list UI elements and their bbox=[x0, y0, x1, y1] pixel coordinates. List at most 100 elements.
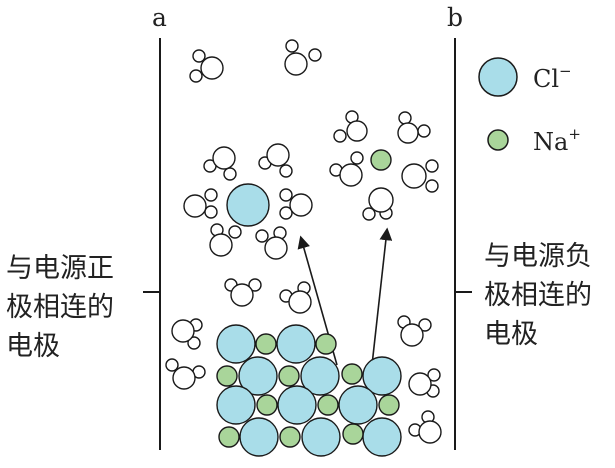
water-molecule-icon bbox=[189, 49, 224, 83]
hydrogen-atom bbox=[279, 188, 293, 202]
electrode-a-label-line3: 电极 bbox=[6, 331, 60, 362]
water-molecule-icon bbox=[408, 368, 441, 398]
na-ion bbox=[278, 365, 300, 387]
cl-ion bbox=[216, 385, 256, 425]
na-ion bbox=[317, 394, 339, 416]
electrode-b-letter: b bbox=[447, 3, 463, 32]
legend-na-charge: + bbox=[568, 125, 581, 143]
water-molecule-icon bbox=[279, 188, 313, 220]
na-ion bbox=[218, 426, 240, 448]
hydrogen-atom bbox=[308, 48, 322, 62]
hydrogen-atom bbox=[255, 229, 269, 243]
oxygen-atom bbox=[339, 163, 363, 187]
electrode-b-label-line3: 电极 bbox=[484, 319, 538, 350]
legend-cl-ion-icon bbox=[478, 57, 518, 97]
hydrogen-atom bbox=[279, 206, 293, 220]
oxygen-atom bbox=[183, 194, 207, 218]
oxygen-atom bbox=[200, 56, 224, 80]
oxygen-atom bbox=[284, 52, 308, 76]
oxygen-atom bbox=[400, 323, 424, 347]
na-ion bbox=[256, 394, 278, 416]
na-ion bbox=[370, 149, 392, 171]
arrow-na-to-hydrated-icon bbox=[371, 227, 393, 366]
legend-na-symbol: Na bbox=[533, 128, 568, 156]
cl-ion bbox=[238, 356, 278, 396]
hydrogen-atom bbox=[189, 69, 203, 83]
water-molecule-icon bbox=[203, 146, 237, 181]
cl-ion bbox=[276, 324, 316, 364]
hydrogen-atom bbox=[427, 368, 441, 382]
legend-na-label: Na+ bbox=[533, 125, 581, 156]
oxygen-atom bbox=[172, 366, 196, 390]
water-molecule-icon bbox=[333, 110, 368, 143]
na-ion bbox=[255, 333, 277, 355]
oxygen-atom bbox=[266, 143, 290, 167]
water-molecule-icon bbox=[362, 187, 394, 221]
cl-ion bbox=[300, 356, 340, 396]
hydrogen-atom bbox=[279, 164, 293, 178]
legend-cl-label: Cl− bbox=[533, 62, 572, 93]
cl-ion bbox=[362, 356, 402, 396]
hydrogen-atom bbox=[165, 358, 179, 372]
oxygen-atom bbox=[346, 120, 368, 142]
oxygen-atom bbox=[418, 420, 442, 444]
hydrogen-atom bbox=[285, 39, 299, 53]
water-molecule-icon bbox=[258, 143, 293, 178]
water-molecule-icon bbox=[255, 226, 288, 260]
oxygen-atom bbox=[212, 146, 236, 170]
oxygen-atom bbox=[230, 283, 254, 307]
cl-ion bbox=[301, 417, 341, 457]
cl-ion bbox=[362, 417, 402, 457]
hydrogen-atom bbox=[187, 336, 201, 350]
hydrated-cl-ion bbox=[226, 183, 270, 227]
oxygen-atom bbox=[401, 163, 427, 189]
electrode-b-label-line1: 与电源负 bbox=[484, 241, 592, 272]
water-molecule-icon bbox=[397, 315, 432, 347]
water-molecule-icon bbox=[165, 358, 206, 390]
legend-cl-charge: − bbox=[559, 62, 572, 80]
oxygen-atom bbox=[289, 193, 313, 217]
electrode-a-label-line1: 与电源正 bbox=[6, 253, 114, 284]
water-molecule-icon bbox=[171, 318, 203, 350]
water-molecule-icon bbox=[397, 111, 431, 144]
hydrated-na-ion bbox=[370, 149, 392, 171]
oxygen-atom bbox=[408, 372, 432, 396]
nacl-crystal bbox=[216, 324, 402, 457]
oxygen-atom bbox=[397, 122, 419, 144]
electrode-a-letter: a bbox=[152, 3, 167, 32]
na-ion bbox=[279, 426, 301, 448]
na-ion bbox=[315, 333, 337, 355]
hydrogen-atom bbox=[350, 151, 364, 165]
water-molecule-icon bbox=[284, 39, 322, 76]
hydrogen-atom bbox=[333, 129, 347, 143]
water-molecule-icon bbox=[401, 159, 439, 193]
water-molecule-icon bbox=[408, 410, 442, 444]
na-ion bbox=[378, 394, 400, 416]
electrode-b-label-line2: 极相连的 bbox=[484, 280, 592, 311]
hydrogen-atom bbox=[362, 207, 376, 221]
cl-ion bbox=[216, 324, 256, 364]
oxygen-atom bbox=[288, 290, 312, 314]
legend-na-ion-icon bbox=[487, 129, 509, 151]
cl-ion bbox=[338, 385, 378, 425]
oxygen-atom bbox=[368, 187, 394, 213]
na-ion bbox=[342, 423, 364, 445]
hydrogen-atom bbox=[223, 167, 237, 181]
water-molecule-icon bbox=[329, 151, 364, 187]
cl-ion bbox=[277, 385, 317, 425]
hydrogen-atom bbox=[418, 318, 432, 332]
hydrogen-atom bbox=[248, 278, 262, 292]
cl-ion bbox=[226, 183, 270, 227]
oxygen-atom bbox=[171, 319, 195, 343]
water-molecules bbox=[165, 39, 442, 444]
oxygen-atom bbox=[209, 233, 233, 257]
hydrogen-atom bbox=[417, 124, 431, 138]
legend-cl-symbol: Cl bbox=[533, 65, 559, 93]
hydrogen-atom bbox=[425, 159, 439, 173]
oxygen-atom bbox=[264, 236, 288, 260]
na-ion bbox=[216, 365, 238, 387]
hydrogen-atom bbox=[204, 188, 218, 202]
water-molecule-icon bbox=[183, 188, 218, 219]
